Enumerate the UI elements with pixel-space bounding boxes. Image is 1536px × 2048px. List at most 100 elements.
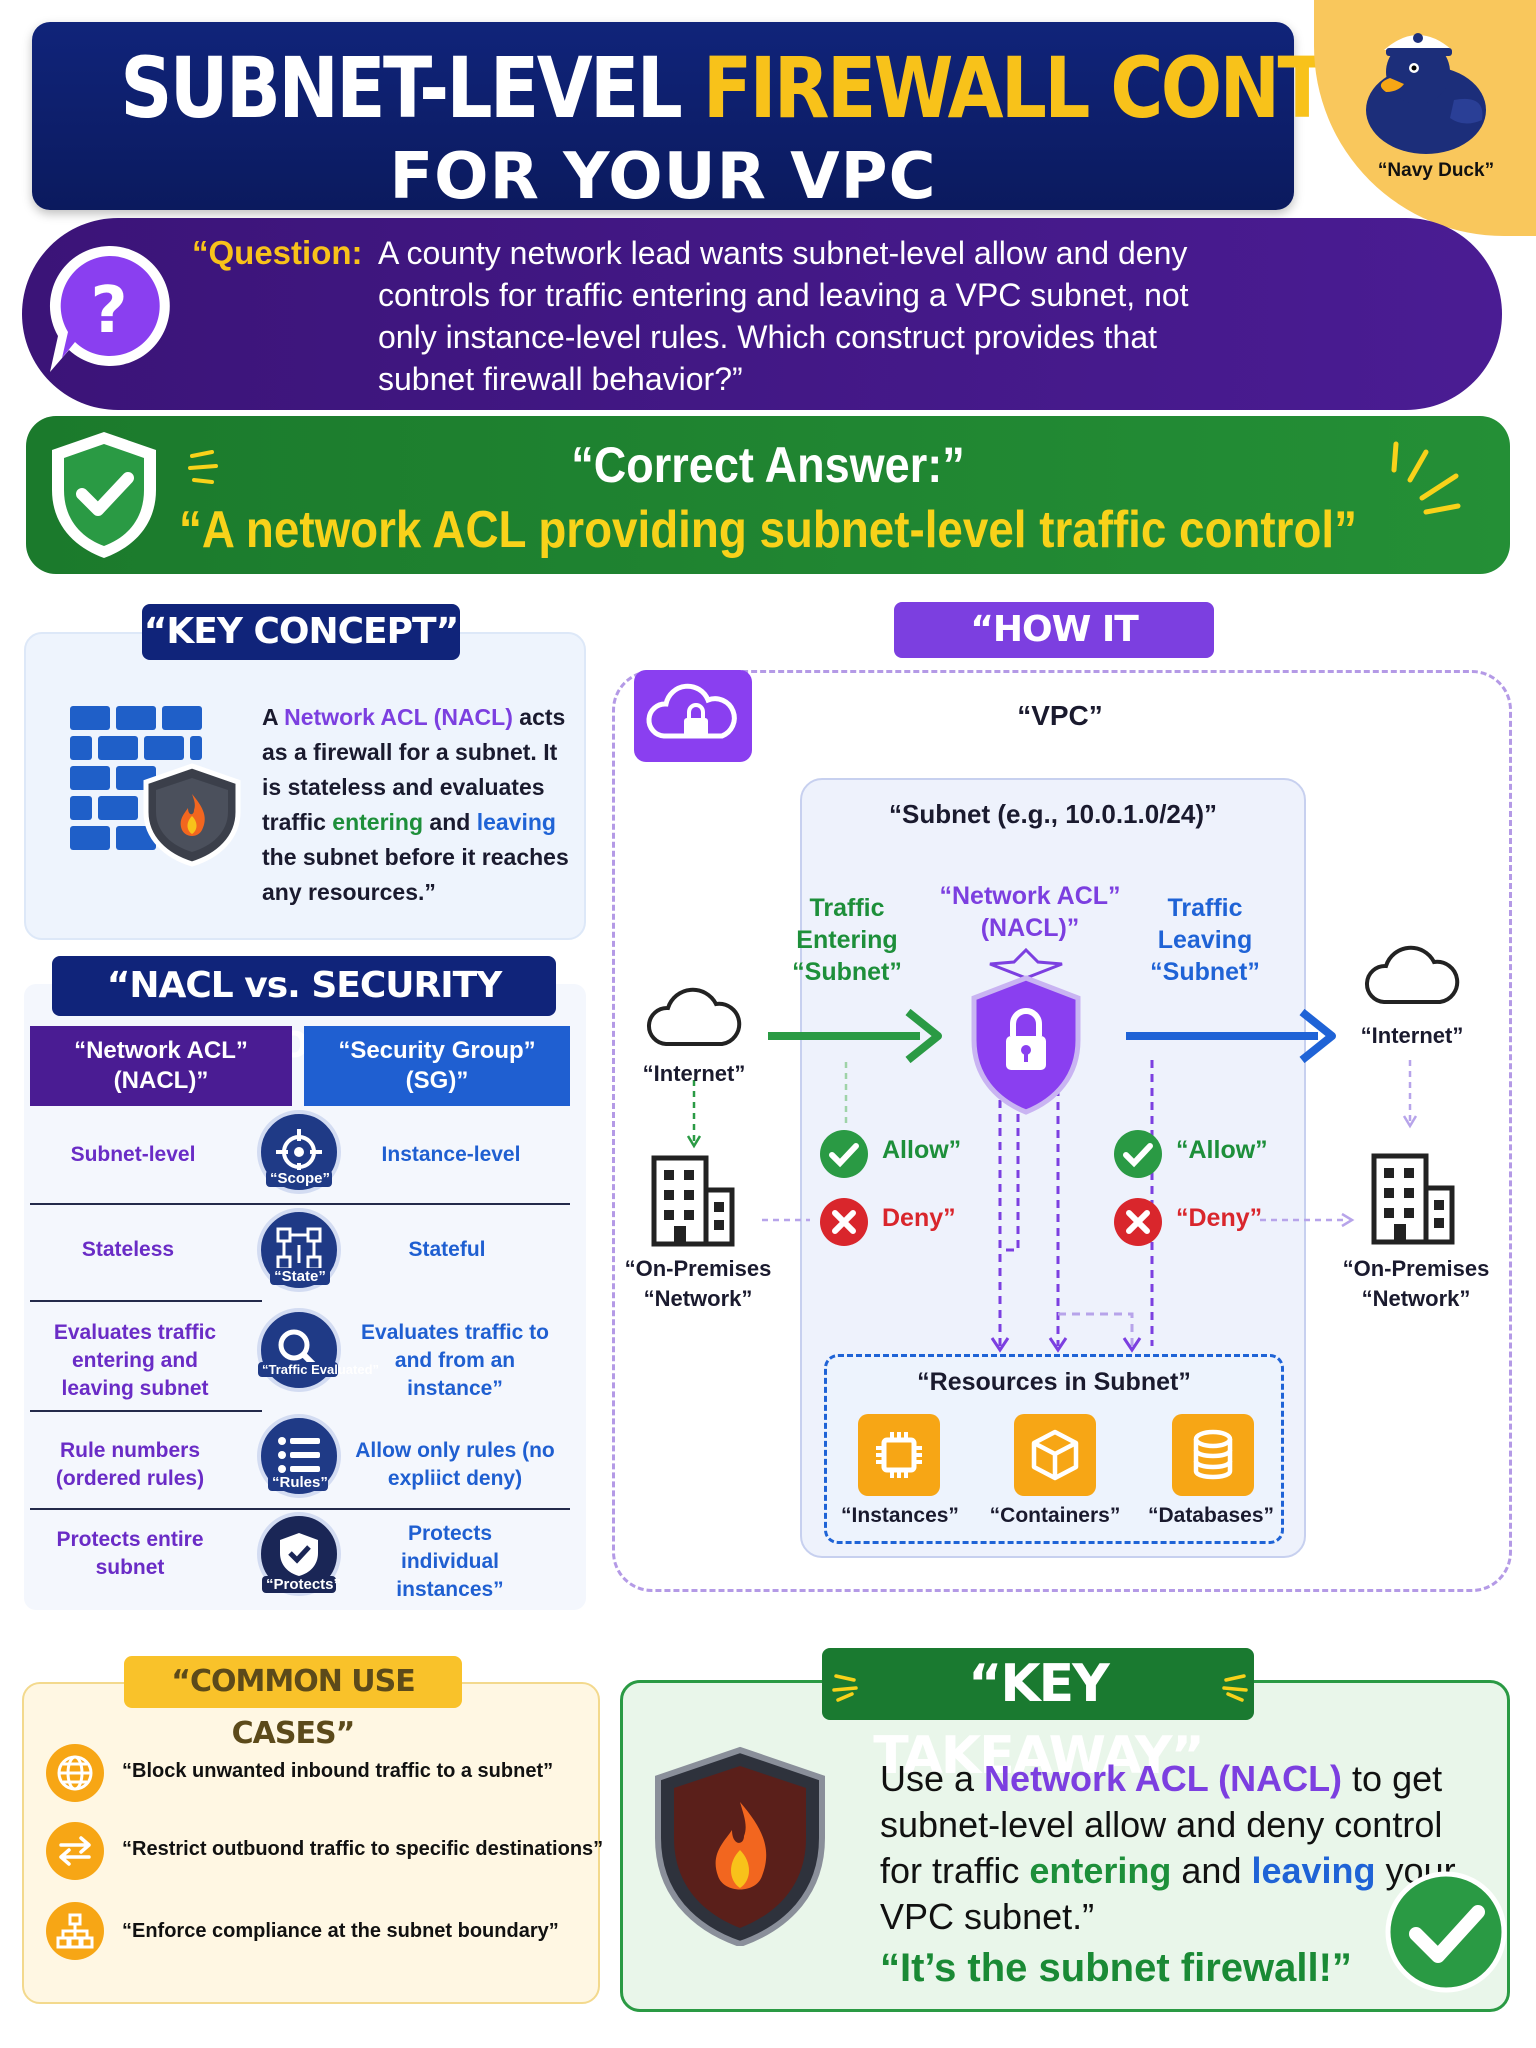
resources-label: “Resources in Subnet”	[917, 1368, 1191, 1396]
list-icon	[278, 1437, 320, 1473]
page-title: SUBNET-LEVEL FIREWALL CONTROL	[120, 39, 1482, 137]
sg-column-header: “Security Group” (SG)”	[304, 1026, 570, 1106]
vpc-boundary	[612, 670, 1512, 1592]
use-case-hierarchy-badge	[46, 1902, 104, 1960]
internet-left-label: “Internet”	[642, 1061, 746, 1086]
use-cases-title: “COMMON USE CASES”	[124, 1656, 462, 1751]
state-flow-icon	[276, 1227, 322, 1271]
containers-tile	[1014, 1414, 1096, 1496]
on-premises-right-label: “On-Premises “Network”	[1342, 1256, 1490, 1311]
answer-banner	[26, 416, 1510, 574]
mascot-corner	[1314, 0, 1536, 236]
question-banner	[22, 218, 1502, 410]
container-box-icon	[1031, 1429, 1079, 1481]
on-premises-left-label: “On-Premises “Network”	[624, 1256, 772, 1311]
traffic-leaving-label: Traffic Leaving “Subnet”	[1150, 894, 1260, 986]
nacl-traffic-cell: Evaluates traffic entering and leaving s…	[53, 1321, 217, 1400]
cloud-lock-badge	[634, 670, 752, 762]
svg-text:?: ?	[90, 274, 127, 348]
sg-state-cell: Stateful	[408, 1238, 486, 1261]
nacl-state-cell: Stateless	[81, 1238, 175, 1261]
databases-tile	[1172, 1414, 1254, 1496]
nacl-scope-cell: Subnet-level	[70, 1143, 196, 1166]
scope-badge-label: “Scope”	[266, 1170, 332, 1187]
traffic-badge	[257, 1308, 341, 1392]
database-icon	[1193, 1429, 1233, 1480]
sg-scope-cell: Instance-level	[381, 1143, 521, 1166]
sparkle-tag-right-icon	[1222, 1674, 1248, 1702]
protects-badge-label: “Protects”	[262, 1576, 341, 1593]
deny-x-left-icon	[820, 1198, 868, 1246]
row-divider	[30, 1410, 262, 1412]
allow-check-left-icon	[820, 1130, 868, 1178]
traffic-badge-label: “Traffic Evaluated”	[258, 1362, 379, 1377]
sg-rules-cell: Allow only rules (no expliict deny)	[355, 1439, 555, 1490]
use-case-1: “Block unwanted inbound traffic to a sub…	[122, 1760, 554, 1782]
firewall-icon	[70, 706, 241, 867]
allow-right-label: “Allow”	[1176, 1136, 1268, 1164]
question-label: “Question:	[192, 234, 363, 271]
use-case-arrows-badge	[46, 1822, 104, 1880]
use-case-globe-badge	[46, 1744, 104, 1802]
sparkle-right-icon	[1391, 441, 1461, 515]
instances-tile	[858, 1414, 940, 1496]
use-cases-panel	[22, 1682, 600, 2004]
subnet-label: “Subnet (e.g., 10.0.1.0/24)”	[889, 799, 1217, 829]
internet-cloud-right-icon	[1364, 945, 1460, 1004]
shield-icon	[280, 1533, 318, 1576]
nacl-shield-lock-icon	[971, 948, 1081, 1115]
row-divider	[30, 1203, 570, 1205]
sg-traffic-cell: Evaluates traffic to and from an instanc…	[361, 1321, 549, 1400]
nacl-rules-cell: Rule numbers (ordered rules)	[55, 1439, 205, 1490]
key-concept-text: A Network ACL (NACL) acts as a firewall …	[262, 704, 569, 905]
key-takeaway-text: Use a Network ACL (NACL) to get subnet-l…	[880, 1758, 1456, 1937]
question-bubble-icon: ?	[49, 245, 170, 372]
sparkle-tag-left-icon	[832, 1674, 858, 1702]
deny-x-right-icon	[1114, 1198, 1162, 1246]
on-premises-building-left-icon	[651, 1155, 735, 1247]
sg-protects-cell: Protects individual instances”	[396, 1522, 504, 1601]
use-case-3: “Enforce compliance at the subnet bounda…	[122, 1920, 559, 1942]
cloud-lock-icon	[646, 683, 737, 739]
databases-label: “Databases”	[1147, 1504, 1275, 1527]
key-concept-title: “KEY CONCEPT”	[142, 604, 460, 660]
key-takeaway-title: “KEY TAKEAWAY”	[822, 1648, 1254, 1786]
mascot-label: “Navy Duck”	[1377, 160, 1495, 181]
network-hierarchy-icon	[56, 1913, 94, 1949]
bidirectional-arrows-icon	[59, 1836, 91, 1866]
takeaway-check-icon	[1385, 1871, 1507, 1993]
nacl-column-header: “Network ACL” (NACL)”	[30, 1026, 292, 1106]
nacl-label: “Network ACL” (NACL)”	[939, 882, 1121, 942]
question-text: A county network lead wants subnet-level…	[378, 235, 1189, 397]
on-premises-building-right-icon	[1371, 1153, 1455, 1245]
how-it-works-title: “HOW IT WORKS”	[894, 602, 1214, 706]
header-banner: SUBNET-LEVEL FIREWALL CONTROL FOR YOUR V…	[32, 22, 1482, 214]
key-takeaway-quote: “It’s the subnet firewall!”	[880, 1946, 1352, 1990]
containers-label: “Containers”	[989, 1504, 1121, 1527]
internet-cloud-left-icon	[646, 987, 742, 1046]
vpc-label: “VPC”	[1017, 700, 1103, 731]
row-divider	[30, 1300, 262, 1302]
allow-check-right-icon	[1114, 1130, 1162, 1178]
answer-text: “A network ACL providing subnet-level tr…	[178, 501, 1358, 559]
allow-left-label: Allow”	[882, 1136, 962, 1164]
nacl-protects-cell: Protects entire subnet	[56, 1528, 204, 1579]
traffic-entering-label: Traffic Entering “Subnet”	[792, 894, 902, 986]
answer-label: “Correct Answer:”	[571, 437, 965, 493]
crosshair-icon	[276, 1129, 322, 1175]
instances-label: “Instances”	[841, 1504, 959, 1527]
globe-icon	[57, 1755, 93, 1791]
use-case-2: “Restrict outbuond traffic to specific d…	[122, 1838, 604, 1860]
state-badge-label: “State”	[270, 1268, 330, 1285]
comparison-title: “NACL vs. SECURITY GROUP”	[52, 956, 556, 1066]
internet-right-label: “Internet”	[1360, 1023, 1464, 1048]
sparkle-left-icon	[188, 450, 218, 484]
deny-left-label: Deny”	[882, 1204, 956, 1232]
page-subtitle: FOR YOUR VPC	[389, 140, 937, 214]
rules-badge-label: “Rules”	[268, 1474, 328, 1491]
firewall-shield-icon	[655, 1746, 825, 1946]
row-divider	[30, 1508, 570, 1510]
duck-mascot-icon	[1366, 33, 1486, 154]
shield-check-icon	[52, 432, 156, 558]
cpu-chip-icon	[876, 1432, 922, 1478]
